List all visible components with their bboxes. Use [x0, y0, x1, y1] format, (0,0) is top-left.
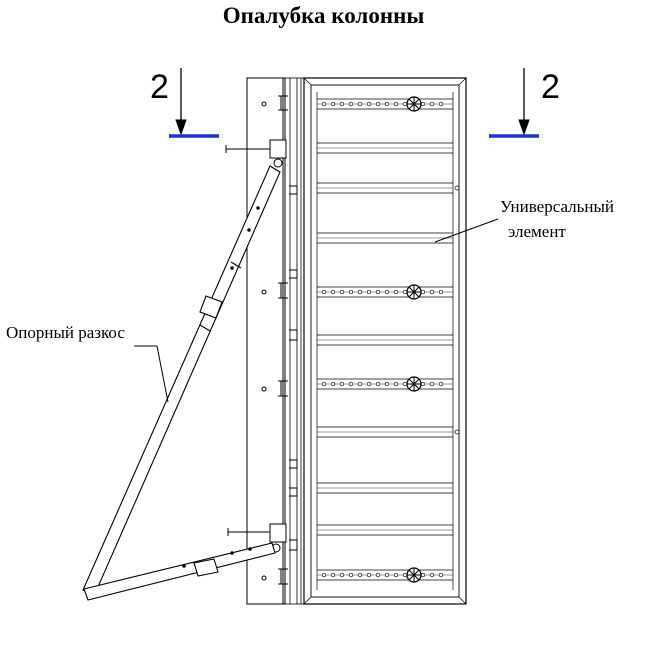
tie-rod-top [225, 139, 287, 168]
tie-holes [321, 101, 460, 578]
drawing-title: Опалубка колонны [222, 3, 425, 28]
leader-lines [134, 218, 499, 403]
callout-brace: Опорный разкос [6, 323, 125, 342]
section-label-left: 2 [150, 68, 169, 106]
section-marker-right [489, 68, 539, 138]
callout-universal-line2: элемент [508, 222, 566, 241]
section-label-right: 2 [541, 68, 560, 106]
callout-universal-line1: Универсальный [500, 197, 615, 216]
support-brace [82, 165, 281, 601]
tie-locks [406, 96, 422, 583]
horizontal-ribs [317, 98, 453, 581]
section-marker-left [169, 68, 219, 138]
universal-element [303, 77, 467, 605]
